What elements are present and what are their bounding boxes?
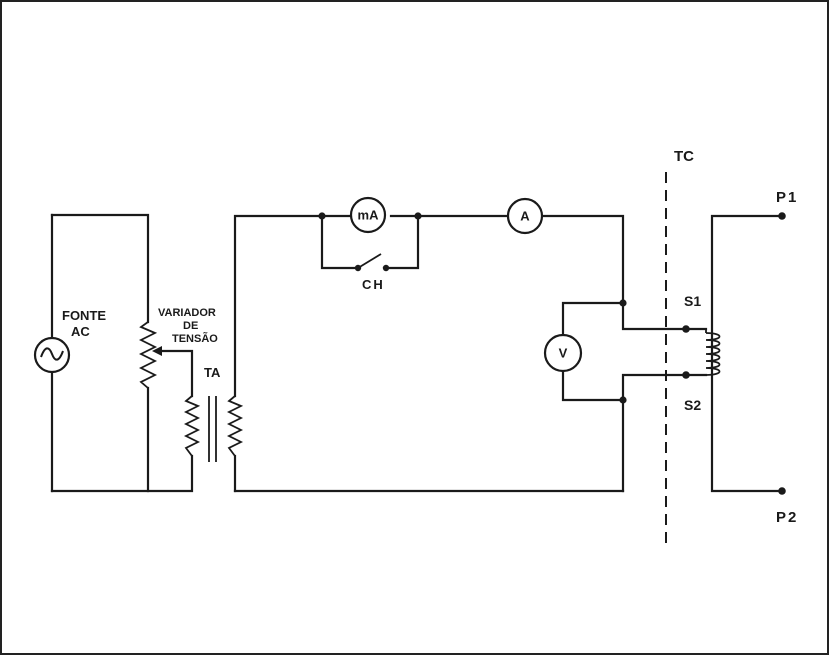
wire-to-s2 [621,373,688,402]
source-top-wire [50,213,150,324]
source-bottom-wire [50,454,194,493]
terminal-s2 [682,371,690,379]
voltmeter-top-wire [561,301,625,337]
main-left-wire [233,214,324,398]
source-label-line1: FONTE [62,308,106,323]
voltmeter-branch [561,301,688,402]
ammeter-label: A [520,209,530,224]
junction-dot [619,299,627,307]
bypass-right-wire [384,214,420,270]
source-label-line2: AC [71,324,90,339]
milliammeter: mA [349,196,387,234]
p1-label: P1 [776,189,798,206]
transformer-primary-coil [183,395,201,457]
terminal-p1 [778,212,786,220]
s2-label: S2 [684,397,701,413]
terminal-p2 [778,487,786,495]
junction-dot [619,396,627,404]
voltmeter-label: V [559,346,568,361]
junction-dot [414,212,422,220]
voltmeter: V [543,333,583,373]
source-loop [50,213,194,493]
terminal-s1 [682,325,690,333]
junction-dot [318,212,326,220]
s1-label: S1 [684,293,701,309]
wire-to-s1 [621,301,688,331]
wire-a-to-right [540,214,625,305]
open-switch-icon [354,253,390,272]
transformer-secondary-coil [226,395,244,457]
variable-resistor-icon [138,321,158,389]
switch-label: CH [362,277,385,292]
main-loop [233,214,625,493]
bypass-left-wire [320,214,360,270]
p2-label: P2 [776,509,798,526]
variac-label-line3: TENSÃO [172,332,218,345]
variac-wiper-arrow [152,346,194,398]
ammeter: A [506,197,544,235]
milliammeter-label: mA [358,208,380,223]
voltmeter-bottom-wire [561,369,625,402]
ac-source-icon [33,336,71,374]
ct-label: TC [674,148,694,165]
ta-label: TA [204,365,221,380]
variac-label-line2: DE [183,320,198,332]
ct-primary-conductor [710,214,784,493]
variac-label-line1: VARIADOR [158,307,216,319]
coil-icon [705,329,721,376]
